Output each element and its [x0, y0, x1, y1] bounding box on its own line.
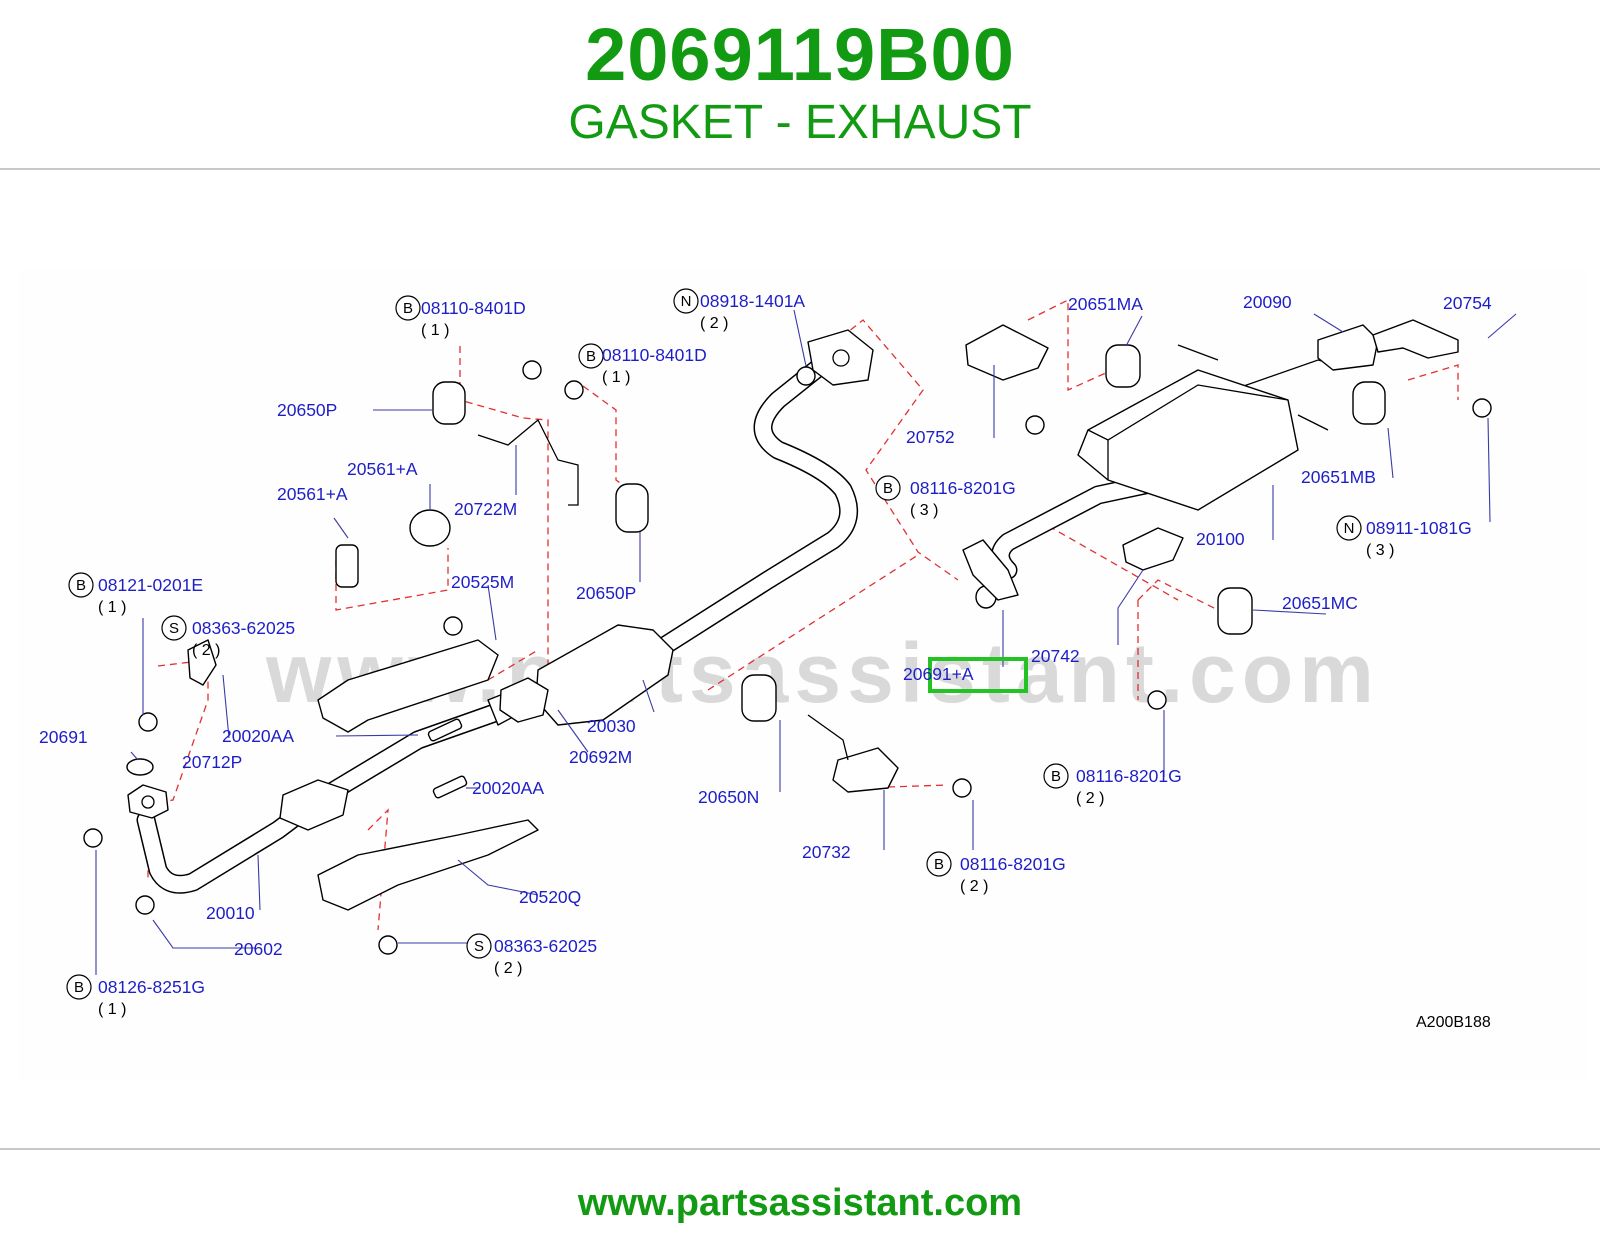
bracket-20752	[965, 324, 1049, 381]
label-20752: 20752	[906, 427, 955, 447]
gasket-20712p-icon	[187, 639, 217, 686]
label-20090: 20090	[1243, 292, 1292, 312]
exhaust-diagram: www.partsassistant.com	[18, 270, 1586, 1080]
label-20651mb: 20651MB	[1301, 467, 1376, 487]
label-20520q: 20520Q	[519, 887, 581, 907]
svg-text:B: B	[403, 300, 413, 317]
badge-s2-icon: S	[466, 933, 492, 959]
qty-08363-62025-a: ( 2 )	[192, 642, 220, 659]
label-20650p-b: 20650P	[576, 583, 636, 603]
badge-b5-icon: B	[926, 851, 952, 877]
label-20100: 20100	[1196, 529, 1245, 549]
rubber-mounts	[432, 344, 1386, 722]
label-20010: 20010	[206, 903, 255, 923]
diagram-code: A200B188	[1416, 1014, 1491, 1031]
clamps	[335, 509, 451, 588]
qty-08110-8401d-a: ( 1 )	[421, 322, 449, 339]
label-20651ma: 20651MA	[1068, 294, 1143, 314]
page-header: 2069119B00 GASKET - EXHAUST	[0, 0, 1600, 168]
exhaust-diagram-svg: www.partsassistant.com	[39, 288, 1517, 1031]
label-08110-8401d-b: 08110-8401D	[602, 345, 707, 365]
footer-divider	[0, 1148, 1600, 1150]
badge-n1-icon: N	[673, 288, 699, 314]
gasket-20691-icon	[126, 758, 154, 776]
label-08110-8401d-a: 08110-8401D	[421, 298, 526, 318]
bracket-20754	[1372, 319, 1459, 359]
label-20732: 20732	[802, 842, 851, 862]
heat-shield-20525m	[317, 639, 499, 733]
label-20020aa-a: 20020AA	[222, 726, 294, 746]
label-08116-8201g-c: 08116-8201G	[1076, 766, 1182, 786]
rear-pipe	[962, 470, 1178, 601]
svg-text:N: N	[681, 293, 692, 310]
gasket-20692m-icon	[499, 677, 549, 723]
catalyst-20030	[535, 329, 874, 726]
tail-pipe-20090	[1317, 324, 1379, 371]
qty-08116-8201g-b: ( 3 )	[910, 502, 938, 519]
qty-08121-0201e: ( 1 )	[98, 599, 126, 616]
svg-text:B: B	[76, 577, 86, 594]
label-20722m: 20722M	[454, 499, 517, 519]
label-20030: 20030	[587, 716, 636, 736]
label-08121-0201e: 08121-0201E	[98, 575, 203, 595]
leader-lines	[95, 309, 1517, 975]
label-20691: 20691	[39, 727, 88, 747]
badge-b4-icon: B	[66, 974, 92, 1000]
label-08363-62025-a: 08363-62025	[192, 618, 295, 638]
qty-08126-8251g: ( 1 )	[98, 1001, 126, 1018]
qty-08918-1401a: ( 2 )	[700, 315, 728, 332]
badge-b3-icon: B	[68, 572, 94, 598]
label-08126-8251g: 08126-8251G	[98, 977, 205, 997]
svg-text:N: N	[1344, 520, 1355, 537]
badge-n2-icon: N	[1336, 515, 1362, 541]
label-20602: 20602	[234, 939, 283, 959]
label-20692m: 20692M	[569, 747, 632, 767]
label-08918-1401a: 08918-1401A	[700, 291, 805, 311]
header-divider	[0, 168, 1600, 170]
badge-s1-icon: S	[161, 615, 187, 641]
label-20691a: 20691+A	[903, 664, 974, 684]
qty-08110-8401d-b: ( 1 )	[602, 369, 630, 386]
label-20754: 20754	[1443, 293, 1492, 313]
svg-text:B: B	[74, 979, 84, 996]
svg-text:S: S	[169, 620, 179, 637]
svg-text:B: B	[586, 348, 596, 365]
label-20020aa-b: 20020AA	[472, 778, 544, 798]
bracket-20732	[832, 747, 899, 793]
qty-08911-1081g: ( 3 )	[1366, 542, 1394, 559]
bracket-20742	[1122, 527, 1184, 571]
badge-b6-icon: B	[875, 475, 901, 501]
part-number: 2069119B00	[585, 13, 1015, 96]
heat-shield-20520q	[317, 819, 539, 911]
svg-text:S: S	[474, 938, 484, 955]
label-08116-8201g-a: 08116-8201G	[960, 854, 1066, 874]
qty-08116-8201g-c: ( 2 )	[1076, 790, 1104, 807]
footer-url-link[interactable]: www.partsassistant.com	[577, 1182, 1023, 1224]
label-20651mc: 20651MC	[1282, 593, 1358, 613]
label-20650n: 20650N	[698, 787, 759, 807]
bracket-20722m	[477, 418, 579, 506]
svg-text:B: B	[934, 856, 944, 873]
svg-text:B: B	[883, 480, 893, 497]
qty-08363-62025-b: ( 2 )	[494, 960, 522, 977]
badge-b2-icon: B	[578, 343, 604, 369]
label-20561a-a: 20561+A	[347, 459, 418, 479]
qty-08116-8201g-a: ( 2 )	[960, 878, 988, 895]
label-20742: 20742	[1031, 646, 1080, 666]
label-08911-1081g: 08911-1081G	[1366, 518, 1472, 538]
part-name: GASKET - EXHAUST	[568, 96, 1032, 149]
label-20650p-a: 20650P	[277, 400, 337, 420]
badge-b1-icon: B	[395, 295, 421, 321]
highlight-box	[928, 657, 1028, 693]
label-08363-62025-b: 08363-62025	[494, 936, 597, 956]
label-20712p: 20712P	[182, 752, 242, 772]
label-20525m: 20525M	[451, 572, 514, 592]
badge-b7-icon: B	[1043, 763, 1069, 789]
svg-text:B: B	[1051, 768, 1061, 785]
label-20561a-b: 20561+A	[277, 484, 348, 504]
label-08116-8201g-b: 08116-8201G	[910, 478, 1016, 498]
fasteners	[83, 360, 1492, 955]
